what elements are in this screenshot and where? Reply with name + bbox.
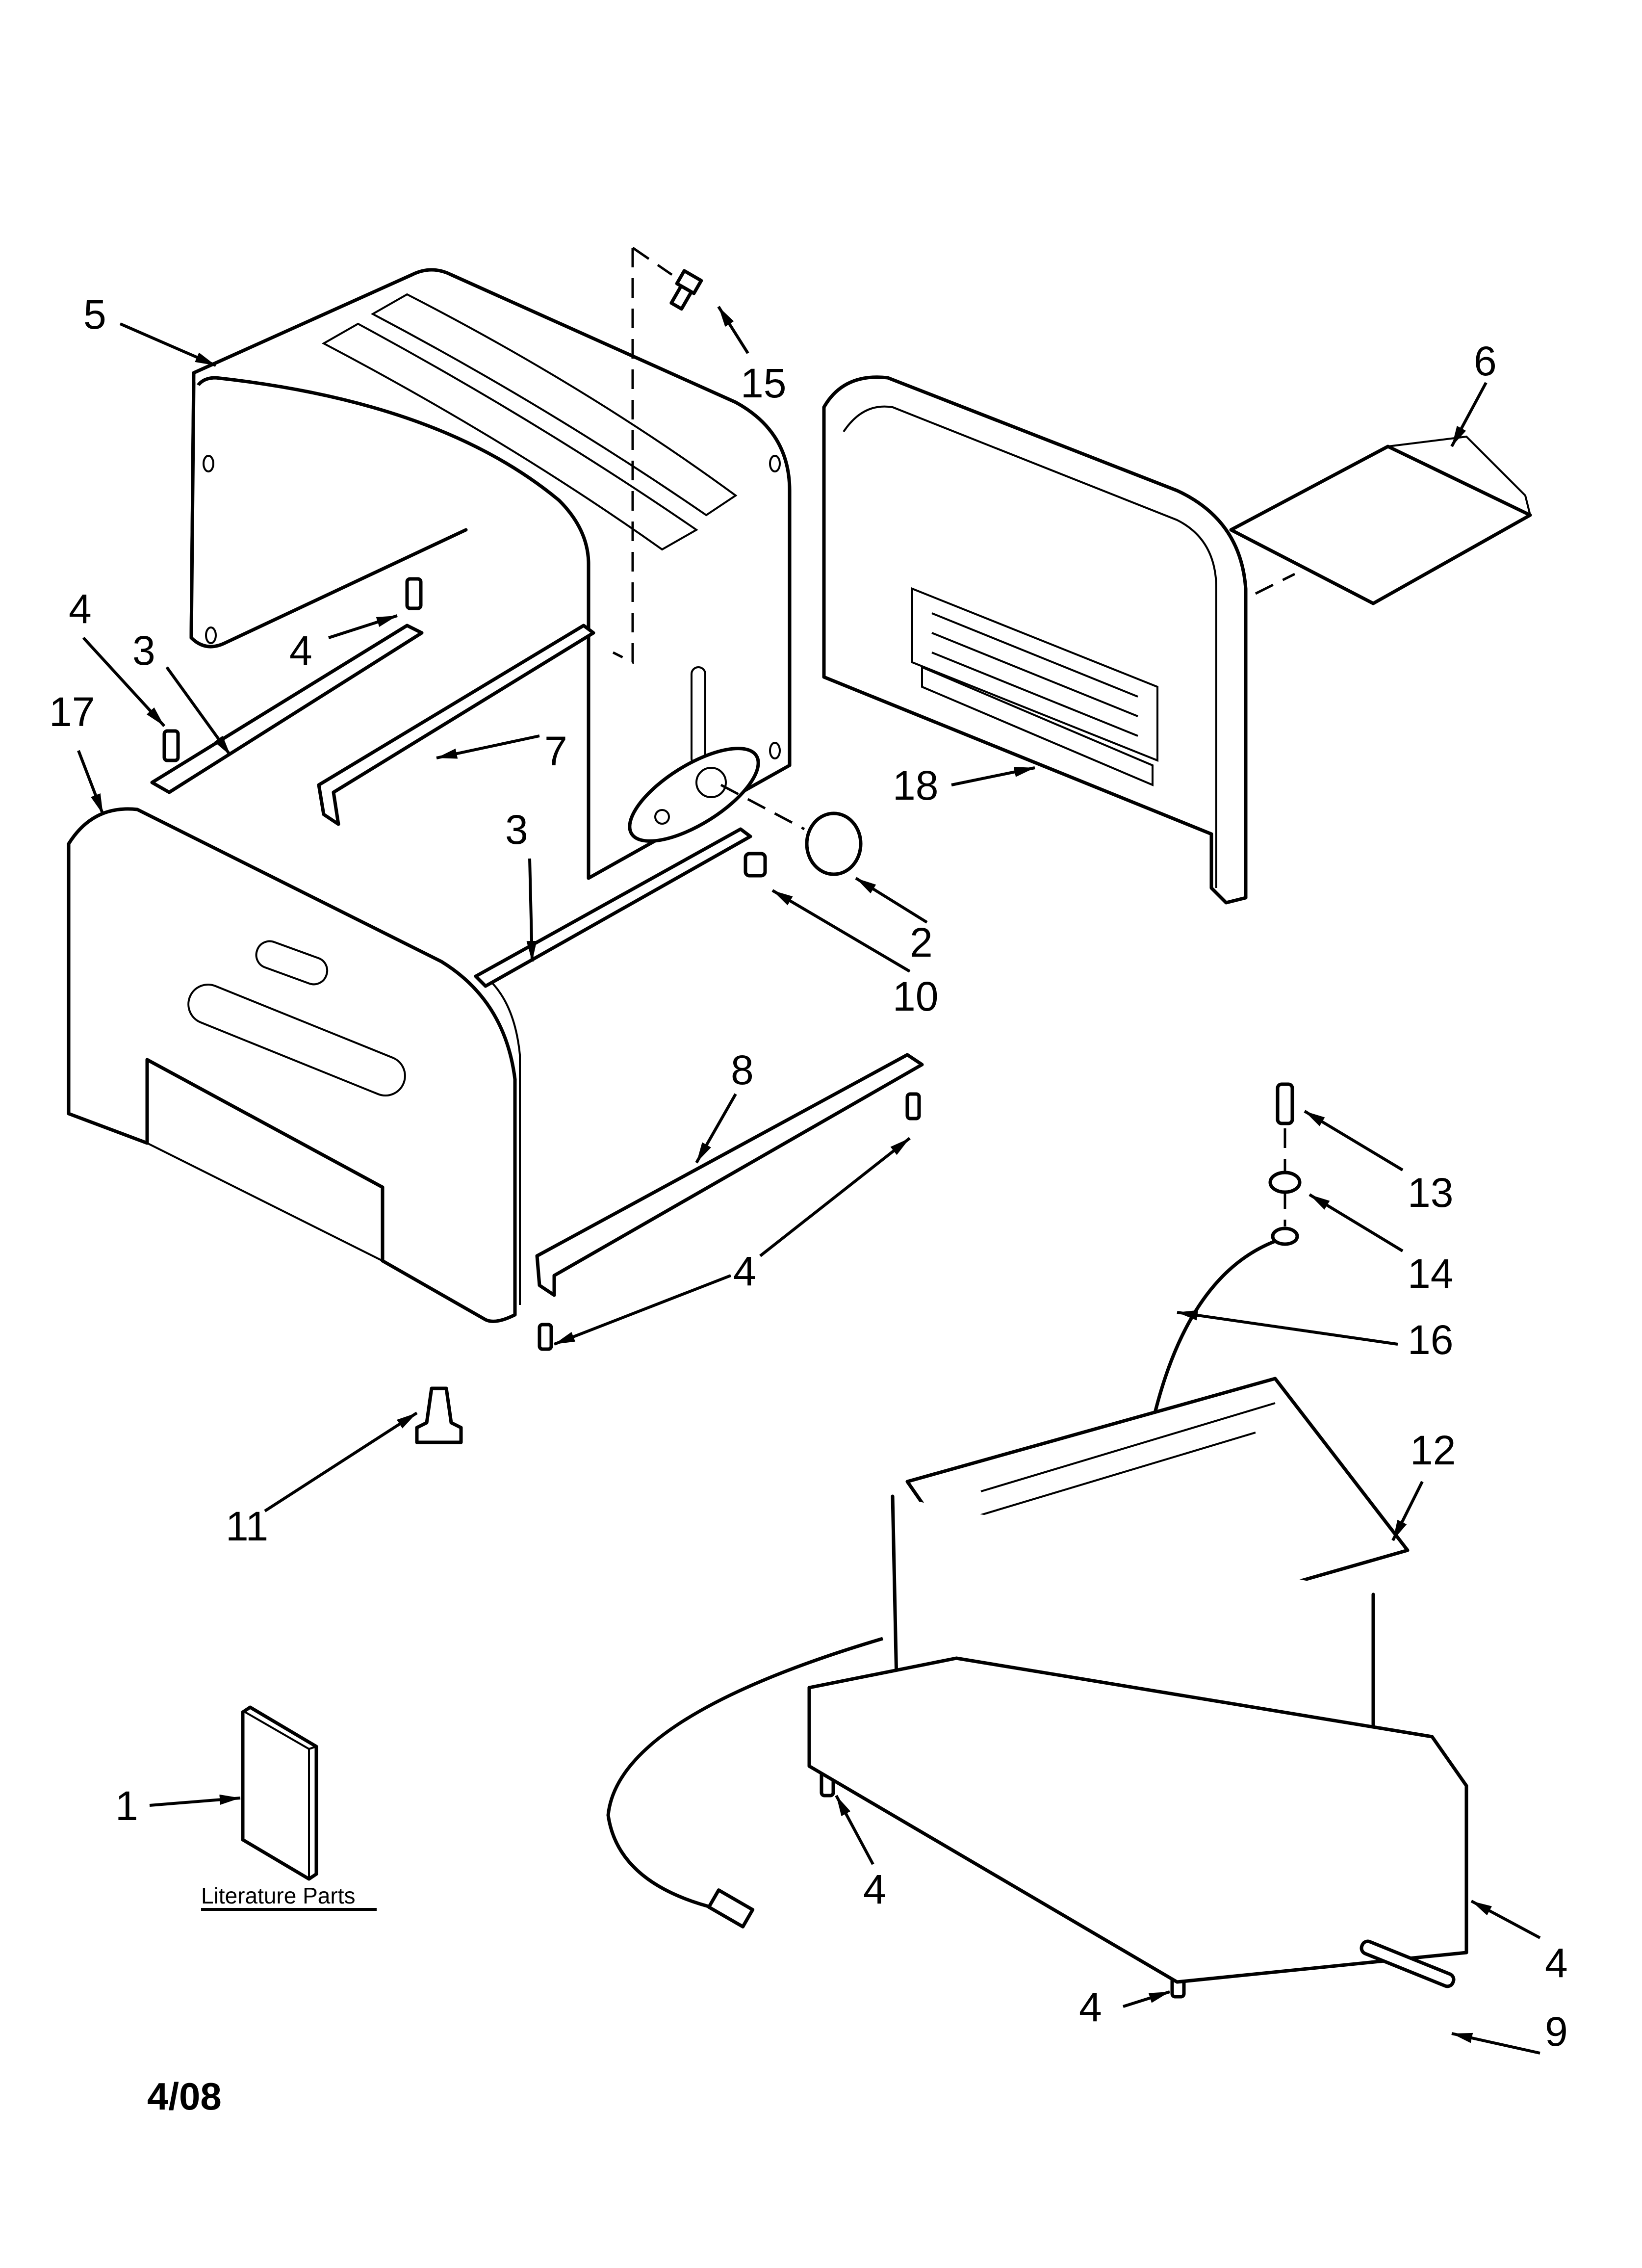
revision-date: 4/08	[147, 2075, 222, 2118]
top-screw-part[interactable]	[669, 269, 703, 311]
screw-bracket-right-part[interactable]	[905, 1092, 921, 1121]
screw-bracket-part[interactable]	[538, 1323, 553, 1351]
callout-4-base-left: 4	[863, 1866, 886, 1912]
callout-3-lower: 3	[505, 807, 528, 853]
front-end-cap-part[interactable]	[67, 807, 521, 1323]
rear-end-cap-part[interactable]	[822, 375, 1296, 905]
callout-17: 17	[49, 689, 95, 735]
crumb-tray-part[interactable]	[1229, 435, 1532, 605]
callout-6: 6	[1474, 338, 1497, 384]
callout-8: 8	[731, 1047, 754, 1093]
lever-knob-part[interactable]	[744, 852, 767, 878]
callout-4-base-right: 4	[1545, 1940, 1568, 1986]
callout-4-base-bottom: 4	[1079, 1984, 1102, 2030]
ground-wire-part[interactable]	[1151, 1226, 1299, 1423]
callout-4-upper: 4	[289, 627, 312, 674]
callout-11: 11	[226, 1503, 268, 1549]
screw-left-part[interactable]	[162, 729, 180, 762]
rail-lower-part[interactable]	[474, 827, 752, 988]
leader-lines	[77, 306, 1541, 2055]
callout-10: 10	[893, 973, 938, 1019]
callout-1: 1	[115, 1783, 138, 1829]
rail-upper-part[interactable]	[150, 624, 424, 794]
base-bracket-part[interactable]	[535, 1053, 924, 1297]
pin-part[interactable]	[1360, 1939, 1456, 1988]
callout-15: 15	[741, 360, 786, 406]
screw-upper-part[interactable]	[405, 577, 423, 610]
outer-shell-part[interactable]	[189, 268, 792, 880]
callout-3-upper: 3	[132, 627, 155, 674]
star-washer-part[interactable]	[1268, 1171, 1302, 1194]
callout-2: 2	[910, 919, 933, 965]
callout-4-left: 4	[69, 586, 92, 632]
chassis-part[interactable]	[606, 1377, 1468, 1984]
callout-16: 16	[1408, 1317, 1453, 1363]
callout-13: 13	[1408, 1170, 1453, 1216]
literature-part[interactable]	[241, 1705, 318, 1881]
callout-14: 14	[1408, 1251, 1453, 1297]
callout-7: 7	[544, 728, 567, 774]
callout-18: 18	[893, 762, 938, 808]
ground-screw-part[interactable]	[1276, 1082, 1294, 1125]
callout-5: 5	[83, 291, 106, 338]
literature-parts-label: Literature Parts	[201, 1883, 355, 1908]
knob-part[interactable]	[805, 811, 863, 876]
bracket-part[interactable]	[317, 624, 595, 826]
foot-part[interactable]	[415, 1386, 463, 1444]
callout-4-bracket: 4	[733, 1248, 756, 1294]
callout-12: 12	[1410, 1427, 1456, 1473]
callout-9: 9	[1545, 2008, 1568, 2055]
